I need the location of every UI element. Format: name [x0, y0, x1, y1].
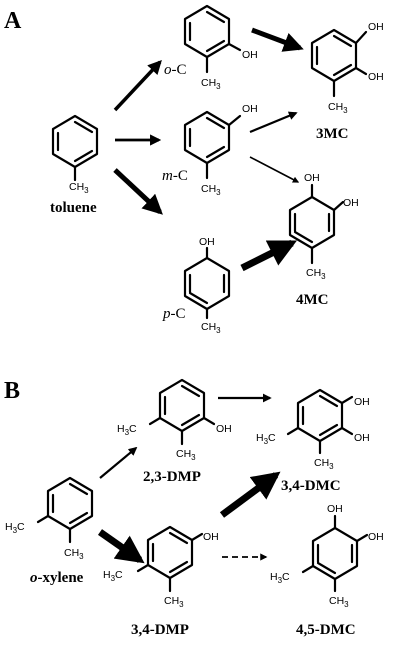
svg-text:CH3: CH3	[306, 267, 326, 281]
svg-text:CH3: CH3	[64, 547, 84, 561]
4mc-oh-top-label: OH	[304, 172, 320, 184]
panel-b-label: B	[4, 378, 20, 404]
svg-text:CH3: CH3	[314, 457, 334, 471]
4mc-name: 4MC	[296, 292, 329, 308]
svg-text:CH3: CH3	[201, 183, 221, 197]
svg-text:CH3: CH3	[329, 595, 349, 609]
p-cresol-name: p-C	[162, 306, 186, 322]
toluene-name: toluene	[50, 200, 97, 216]
p-cresol-structure: OH CH3	[183, 236, 231, 335]
23dmp-structure: OH H3C CH3	[117, 378, 232, 462]
34dmc-structure: OH OH H3C CH3	[256, 388, 370, 471]
arrow-xylene-to-23dmp	[99, 446, 138, 479]
3mc-oh-top-label: OH	[368, 21, 384, 33]
34dmc-oh-bottom-label: OH	[354, 432, 370, 444]
arrow-toluene-to-pc	[113, 168, 163, 215]
m-cresol-name: m-C	[162, 168, 188, 184]
34dmc-oh-top-label: OH	[354, 396, 370, 408]
svg-text:H3C: H3C	[270, 571, 290, 585]
m-cresol-oh-label: OH	[242, 103, 258, 115]
arrow-mc-to-4mc	[249, 156, 300, 183]
4mc-structure: OH OH CH3	[288, 172, 359, 281]
arrow-34dmp-to-34dmc	[219, 471, 281, 518]
34dmp-structure: OH H3C CH3	[103, 525, 219, 609]
45dmc-oh-top-label: OH	[327, 503, 343, 515]
3mc-name: 3MC	[316, 126, 349, 142]
45dmc-name: 4,5-DMC	[296, 622, 356, 638]
svg-text:CH3: CH3	[69, 181, 89, 195]
svg-text:H3C: H3C	[117, 423, 137, 437]
34dmp-oh-label: OH	[203, 531, 219, 543]
23dmp-oh-label: OH	[216, 423, 232, 435]
3mc-oh-bottom-label: OH	[368, 71, 384, 83]
3mc-structure: OH OH CH3	[310, 21, 384, 115]
svg-text:CH3: CH3	[201, 321, 221, 335]
svg-text:CH3: CH3	[201, 77, 221, 91]
arrow-toluene-to-oc	[113, 59, 162, 112]
arrow-xylene-to-34dmp	[97, 529, 145, 564]
45dmc-oh-side-label: OH	[368, 531, 384, 543]
panel-a-label: A	[4, 8, 22, 34]
svg-text:H3C: H3C	[256, 432, 276, 446]
arrow-oc-to-3mc	[251, 27, 304, 52]
svg-text:CH3: CH3	[164, 595, 184, 609]
svg-text:CH3: CH3	[328, 101, 348, 115]
34dmp-name: 3,4-DMP	[131, 622, 189, 638]
toluene-structure: CH3	[51, 114, 99, 195]
m-cresol-structure: OH CH3	[183, 103, 258, 197]
o-xylene-structure: H3C CH3	[5, 476, 94, 561]
4mc-oh-side-label: OH	[343, 197, 359, 209]
o-cresol-structure: OH CH3	[183, 4, 258, 91]
svg-text:H3C: H3C	[5, 521, 25, 535]
svg-text:CH3: CH3	[176, 448, 196, 462]
p-cresol-oh-label: OH	[199, 236, 215, 248]
toluene-ch-label: CH	[69, 181, 84, 193]
23dmp-name: 2,3-DMP	[143, 469, 201, 485]
svg-text:H3C: H3C	[103, 569, 123, 583]
34dmc-name: 3,4-DMC	[281, 478, 341, 494]
arrow-mc-to-3mc	[249, 111, 298, 134]
arrow-pc-to-4mc	[240, 239, 298, 272]
o-cresol-oh-label: OH	[242, 49, 258, 61]
45dmc-structure: OH OH H3C CH3	[270, 503, 384, 609]
o-cresol-name: o-C	[164, 62, 187, 78]
o-xylene-name: o-xylene	[30, 570, 84, 586]
